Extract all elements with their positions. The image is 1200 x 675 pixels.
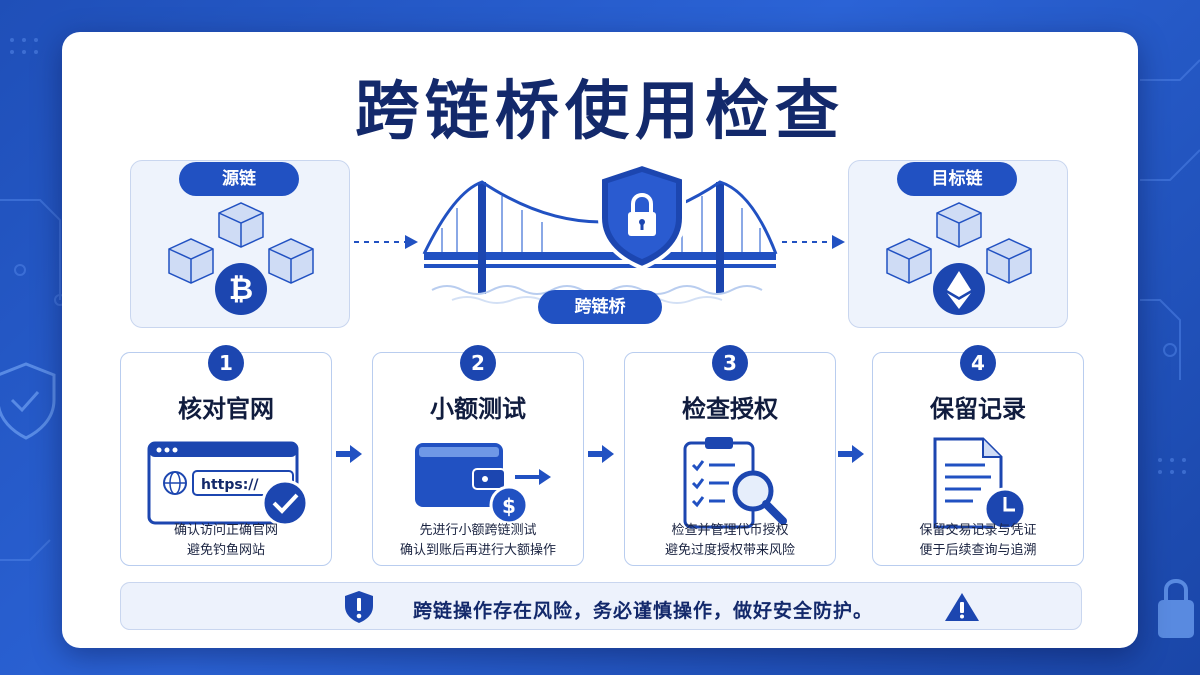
step-small-test: 2 小额测试 $ 先进行小额跨链测试 确认到账后再进行大额操作 [372, 345, 584, 566]
step-description: 保留交易记录与凭证 便于后续查询与追溯 [873, 521, 1083, 561]
step-number: 4 [960, 345, 996, 381]
bridge-label: 跨链桥 [538, 290, 662, 324]
step-description: 先进行小额跨链测试 确认到账后再进行大额操作 [373, 521, 583, 561]
target-chain-box: 目标链 [848, 160, 1068, 328]
step-desc-line: 确认访问正确官网 [173, 523, 278, 538]
wallet-dollar-icon: $ [415, 443, 551, 525]
warning-triangle-icon [945, 593, 979, 621]
step-description: 确认访问正确官网 避免钓鱼网站 [121, 521, 331, 561]
step-desc-line: 避免钓鱼网站 [186, 543, 265, 558]
step-desc-line: 避免过度授权带来风险 [664, 543, 795, 558]
document-clock-icon [933, 437, 1027, 531]
step-keep-records: 4 保留记录 保留交易记录与凭证 便于后续查询与追溯 [872, 345, 1084, 566]
step-desc-line: 保留交易记录与凭证 [919, 523, 1037, 538]
clipboard-search-icon [683, 437, 787, 529]
step-number: 2 [460, 345, 496, 381]
shield-lock-icon [598, 161, 686, 271]
step-title: 检查授权 [682, 395, 778, 423]
bridge-to-target-arrow [782, 235, 845, 249]
source-chain-label: 源链 [179, 162, 299, 196]
step-desc-line: 便于后续查询与追溯 [919, 543, 1037, 558]
step-title: 保留记录 [930, 395, 1026, 423]
shield-check-icon [0, 362, 56, 440]
step-desc-line: 先进行小额跨链测试 [419, 523, 537, 538]
bridge-flow-diagram [354, 161, 845, 304]
page-title: 跨链桥使用检查 [355, 75, 845, 149]
step-description: 检查并管理代币授权 避免过度授权带来风险 [625, 521, 835, 561]
step-title: 小额测试 [430, 395, 526, 423]
padlock-icon [1158, 579, 1194, 638]
risk-warning-bar: 跨链操作存在风险，务必谨慎操作，做好安全防护。 [120, 582, 1082, 630]
ethereum-icon [947, 271, 971, 309]
step-number: 3 [712, 345, 748, 381]
shield-alert-icon [345, 591, 373, 623]
blockchain-cubes-icon: ₿ [168, 202, 314, 315]
blockchain-cubes-icon [886, 202, 1032, 315]
warning-text: 跨链操作存在风险，务必谨慎操作，做好安全防护。 [413, 600, 874, 622]
main-card: 跨链桥使用检查 [62, 32, 1138, 648]
bitcoin-icon: ₿ [229, 272, 253, 307]
step-title: 核对官网 [178, 395, 274, 423]
step-arrow-icon [336, 445, 362, 463]
step-desc-line: 确认到账后再进行大额操作 [399, 543, 556, 558]
step-arrow-icon [838, 445, 864, 463]
step-number: 1 [208, 345, 244, 381]
svg-text:$: $ [502, 494, 516, 518]
browser-check-icon [147, 441, 309, 527]
step-check-approvals: 3 检查授权 检查并管理代币授权 避免过度授权带来风险 [624, 345, 836, 566]
source-to-bridge-arrow [354, 235, 418, 249]
step-arrow-icon [588, 445, 614, 463]
target-chain-label: 目标链 [897, 162, 1017, 196]
step-verify-website: 1 核对官网 https:// 确认访问正确官网 避免钓鱼网站 [120, 345, 332, 566]
source-chain-box: 源链 ₿ [130, 160, 350, 328]
step-desc-line: 检查并管理代币授权 [671, 523, 789, 538]
url-text: https:// [201, 477, 259, 493]
svg-text:₿: ₿ [229, 272, 253, 307]
